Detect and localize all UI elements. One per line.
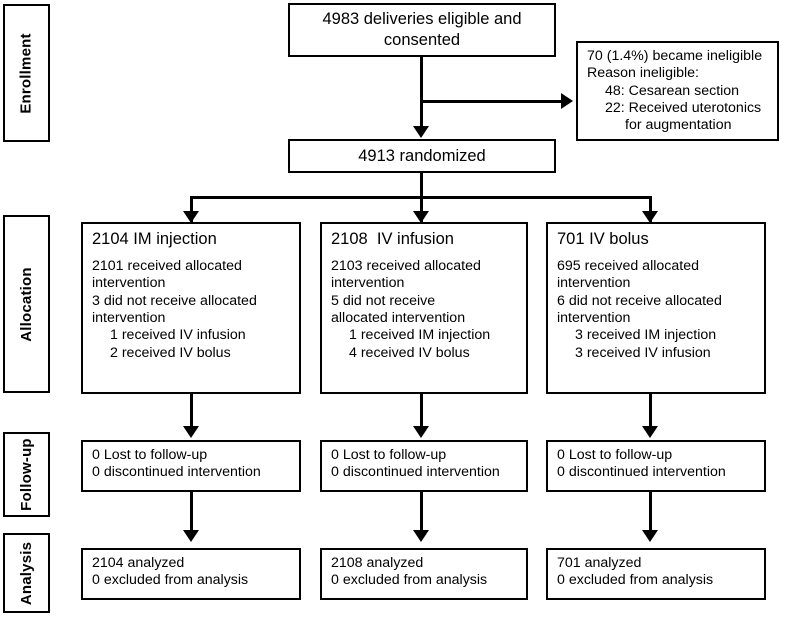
eligible-consented-box: 4983 deliveries eligible and consented [288, 3, 556, 57]
ineligible-reason-cesarean: 48: Cesarean section [605, 82, 740, 99]
arrowhead-eligible-to-randomized [413, 126, 429, 138]
stage-label-enrollment-text: Enrollment [18, 32, 35, 114]
became-ineligible-box: 70 (1.4%) became ineligible Reason ineli… [576, 41, 779, 141]
arrowhead-analysis-infusion [413, 530, 429, 542]
followup-im-content: 0 Lost to follow-up 0 discontinued inter… [83, 442, 299, 487]
stage-label-analysis-text: Analysis [18, 541, 35, 605]
connector-followup-to-analysis-bolus [649, 492, 652, 532]
allocation-infusion-line-3: 5 did not receive [331, 292, 436, 309]
arrowhead-analysis-bolus [642, 530, 658, 542]
ineligible-reason-uterotonics-cont: for augmentation [625, 117, 732, 134]
allocation-infusion-line-1: 2103 received allocated [331, 258, 481, 275]
ineligible-reason-header: Reason ineligible: [587, 65, 699, 82]
became-ineligible-content: 70 (1.4%) became ineligible Reason ineli… [578, 43, 777, 140]
allocation-infusion-line-4: allocated intervention [331, 310, 466, 327]
allocation-bolus-line-4: intervention [557, 310, 631, 327]
connector-drop-arm-im [190, 196, 193, 222]
analysis-im-line-1: 2104 analyzed [92, 555, 185, 571]
allocation-im-line-2: intervention [92, 275, 166, 292]
allocation-box-im-injection: 2104 IM injection 2101 received allocate… [81, 222, 301, 394]
allocation-im-subline-2: 2 received IV bolus [110, 344, 231, 361]
followup-im-line-1: 0 Lost to follow-up [92, 447, 208, 463]
allocation-im-subline-1: 1 received IV infusion [110, 327, 246, 344]
arrowhead-followup-im [183, 426, 199, 438]
connector-followup-to-analysis-im [190, 492, 193, 532]
followup-im-line-2: 0 discontinued intervention [92, 464, 261, 481]
connector-eligible-to-ineligible [420, 100, 562, 103]
analysis-bolus-line-2: 0 excluded from analysis [557, 572, 714, 589]
allocation-im-content: 2104 IM injection 2101 received allocate… [83, 224, 299, 367]
eligible-consented-line-1: 4983 deliveries eligible and [322, 10, 522, 29]
allocation-infusion-subline-1: 1 received IM injection [349, 327, 491, 344]
connector-randomized-bus [190, 196, 652, 199]
analysis-infusion-content: 2108 analyzed 0 excluded from analysis [322, 550, 526, 595]
followup-infusion-line-1: 0 Lost to follow-up [331, 447, 447, 463]
connector-followup-to-analysis-infusion [420, 492, 423, 532]
allocation-infusion-content: 2108 IV infusion 2103 received allocated… [322, 224, 526, 367]
connector-drop-arm-bolus [649, 196, 652, 222]
allocation-bolus-line-3: 6 did not receive allocated [557, 292, 722, 309]
analysis-box-iv-bolus: 701 analyzed 0 excluded from analysis [546, 548, 766, 600]
allocation-bolus-subline-1: 3 received IM injection [575, 327, 717, 344]
allocation-box-iv-infusion: 2108 IV infusion 2103 received allocated… [320, 222, 528, 394]
followup-bolus-content: 0 Lost to follow-up 0 discontinued inter… [548, 442, 764, 487]
followup-box-im-injection: 0 Lost to follow-up 0 discontinued inter… [81, 440, 301, 492]
stage-label-followup-text: Follow-up [18, 438, 35, 511]
arrowhead-arm-im [183, 211, 199, 223]
followup-infusion-line-2: 0 discontinued intervention [331, 464, 500, 481]
ineligible-count-line: 70 (1.4%) became ineligible [587, 48, 763, 64]
analysis-bolus-line-1: 701 analyzed [557, 555, 642, 571]
analysis-bolus-content: 701 analyzed 0 excluded from analysis [548, 550, 764, 595]
analysis-im-content: 2104 analyzed 0 excluded from analysis [83, 550, 299, 595]
followup-bolus-line-1: 0 Lost to follow-up [557, 447, 673, 463]
analysis-box-iv-infusion: 2108 analyzed 0 excluded from analysis [320, 548, 528, 600]
ineligible-reason-uterotonics: 22: Received uterotonics [605, 99, 762, 116]
allocation-im-line-1: 2101 received allocated [92, 258, 242, 275]
arrowhead-eligible-to-ineligible [561, 93, 573, 109]
followup-bolus-line-2: 0 discontinued intervention [557, 464, 726, 481]
randomized-label: 4913 randomized [358, 146, 486, 165]
stage-label-allocation: Allocation [3, 215, 50, 393]
allocation-bolus-content: 701 IV bolus 695 received allocated inte… [548, 224, 764, 367]
analysis-box-im-injection: 2104 analyzed 0 excluded from analysis [81, 548, 301, 600]
allocation-bolus-title: 701 IV bolus [557, 230, 649, 248]
arrowhead-followup-infusion [413, 426, 429, 438]
followup-infusion-content: 0 Lost to follow-up 0 discontinued inter… [322, 442, 526, 487]
followup-box-iv-infusion: 0 Lost to follow-up 0 discontinued inter… [320, 440, 528, 492]
analysis-infusion-line-1: 2108 analyzed [331, 555, 424, 571]
arrowhead-arm-bolus [642, 211, 658, 223]
allocation-infusion-subline-2: 4 received IV bolus [349, 344, 470, 361]
eligible-consented-line-2: consented [383, 31, 461, 49]
analysis-infusion-line-2: 0 excluded from analysis [331, 572, 488, 589]
allocation-infusion-line-2: intervention [331, 275, 405, 292]
allocation-bolus-subline-2: 3 received IV infusion [575, 344, 711, 361]
arrowhead-followup-bolus [642, 426, 658, 438]
connector-alloc-to-followup-infusion [420, 394, 423, 430]
allocation-im-line-3: 3 did not receive allocated [92, 292, 257, 309]
analysis-im-line-2: 0 excluded from analysis [92, 572, 249, 589]
stage-label-allocation-text: Allocation [18, 266, 36, 342]
allocation-im-line-4: intervention [92, 310, 166, 327]
randomized-box: 4913 randomized [288, 139, 556, 173]
followup-box-iv-bolus: 0 Lost to follow-up 0 discontinued inter… [546, 440, 766, 492]
stage-label-followup: Follow-up [3, 432, 50, 517]
stage-label-analysis: Analysis [3, 533, 50, 613]
allocation-bolus-line-1: 695 received allocated [557, 258, 699, 275]
connector-eligible-to-randomized [420, 57, 423, 127]
stage-label-enrollment: Enrollment [3, 4, 50, 142]
connector-alloc-to-followup-bolus [649, 394, 652, 430]
arrowhead-arm-infusion [413, 211, 429, 223]
allocation-infusion-title: 2108 IV infusion [331, 230, 454, 248]
allocation-box-iv-bolus: 701 IV bolus 695 received allocated inte… [546, 222, 766, 394]
allocation-bolus-line-2: intervention [557, 275, 631, 292]
allocation-im-title: 2104 IM injection [92, 230, 217, 248]
connector-alloc-to-followup-im [190, 394, 193, 430]
arrowhead-analysis-im [183, 530, 199, 542]
